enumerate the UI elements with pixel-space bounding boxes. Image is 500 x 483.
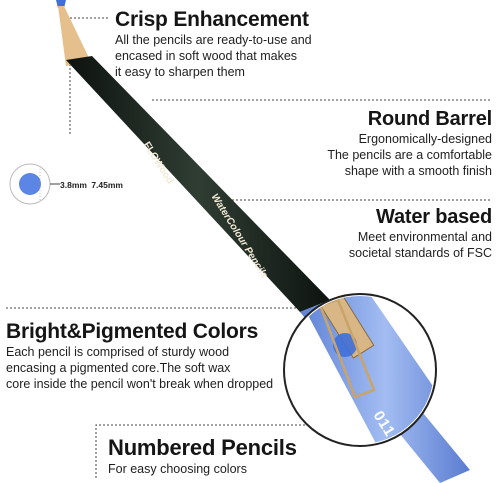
callout-crisp-line: All the pencils are ready-to-use and xyxy=(115,33,312,47)
callout-bright-line: core inside the pencil won't break when … xyxy=(6,377,274,391)
diameter-diagram xyxy=(9,163,60,205)
callout-round-line: shape with a smooth finish xyxy=(344,164,492,178)
callout-bright: Bright&Pigmented Colors Each pencil is c… xyxy=(6,320,306,392)
pencil-dark-barrel xyxy=(66,56,330,312)
callout-numbered: Numbered Pencils For easy choosing color… xyxy=(108,435,368,477)
crisp-connector xyxy=(69,17,108,135)
callout-water-line: societal standards of FSC xyxy=(348,246,492,260)
callout-crisp: Crisp Enhancement All the pencils are re… xyxy=(115,8,340,80)
callout-crisp-line: it easy to sharpen them xyxy=(115,65,245,79)
callout-round-title: Round Barrel xyxy=(367,108,492,130)
callout-crisp-title: Crisp Enhancement xyxy=(115,8,309,31)
callout-numbered-title: Numbered Pencils xyxy=(108,435,297,460)
diameter-label: 3.8mm 7.45mm xyxy=(60,180,125,190)
callout-bright-line: encasing a pigmented core.The soft wax xyxy=(6,361,231,375)
magnifier xyxy=(283,293,437,447)
callout-round-line: Ergonomically-designed xyxy=(358,132,492,146)
core-diameter: 3.8mm xyxy=(60,180,87,190)
callout-bright-line: Each pencil is comprised of sturdy wood xyxy=(6,345,230,359)
barrel-diameter: 7.45mm xyxy=(91,180,123,190)
callout-round-line: The pencils are a comfortable xyxy=(327,148,492,162)
callout-water: Water based Meet environmental and socie… xyxy=(272,206,492,261)
callout-numbered-line: For easy choosing colors xyxy=(108,462,247,476)
numbered-connector xyxy=(95,424,320,478)
callout-water-line: Meet environmental and xyxy=(357,230,492,244)
callout-round: Round Barrel Ergonomically-designed The … xyxy=(212,108,492,179)
callout-crisp-line: encased in soft wood that makes xyxy=(115,49,298,63)
callout-water-title: Water based xyxy=(376,206,492,228)
callout-bright-title: Bright&Pigmented Colors xyxy=(6,320,259,343)
pencil-wood-cone xyxy=(58,6,90,66)
